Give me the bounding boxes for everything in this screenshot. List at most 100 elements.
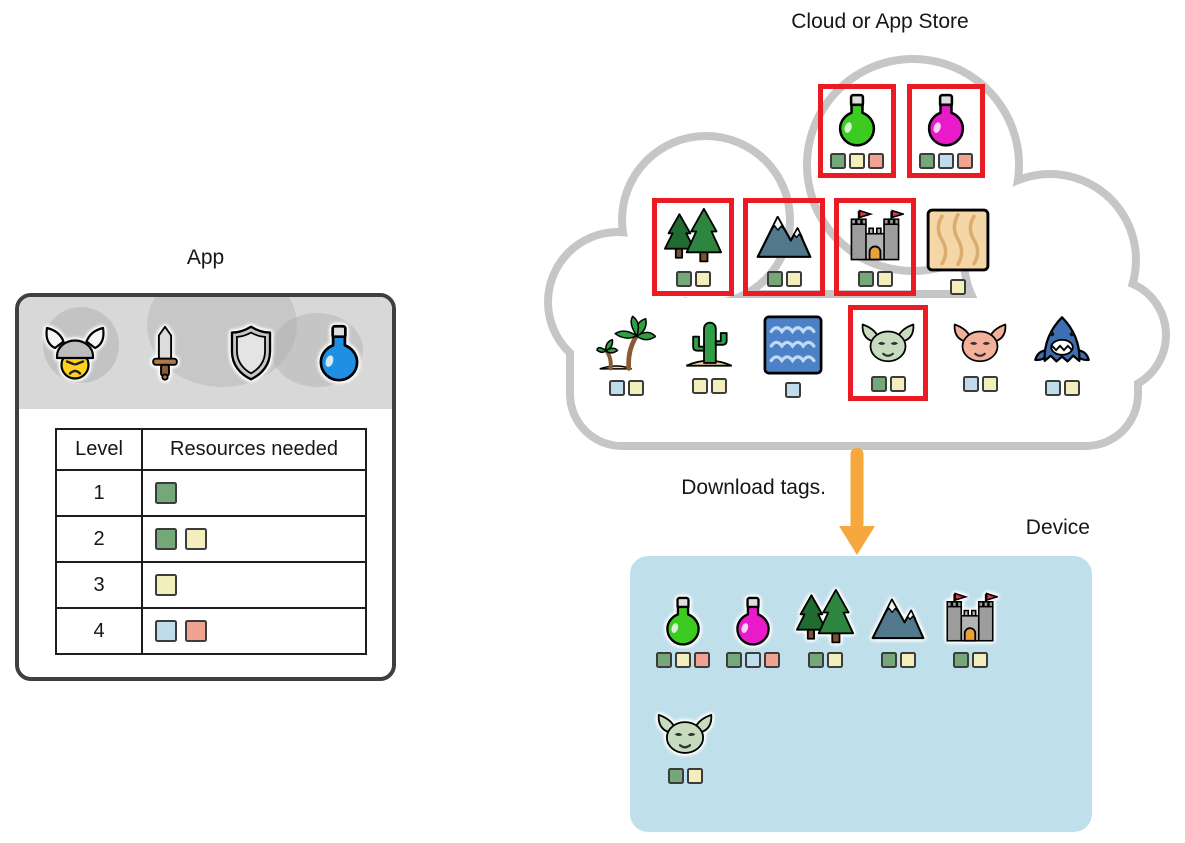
tag-row xyxy=(950,279,966,295)
resource-potion-magenta xyxy=(726,596,780,668)
level-row: 3 xyxy=(55,561,367,609)
goblin-green-icon xyxy=(656,704,714,762)
tag-yellow xyxy=(185,528,207,550)
tag-row xyxy=(962,376,998,392)
resource-forest xyxy=(796,588,854,668)
tag-green xyxy=(830,153,846,169)
tag-red xyxy=(694,652,710,668)
palm-icon xyxy=(596,314,656,374)
mountain-icon xyxy=(755,207,813,265)
level-column-header: Level xyxy=(55,428,143,471)
cloud-resource-row xyxy=(818,84,985,178)
level-row: 2 xyxy=(55,515,367,563)
potion-green-icon xyxy=(830,93,884,147)
cloud-title: Cloud or App Store xyxy=(791,10,969,33)
resources-cell xyxy=(141,469,367,517)
cloud-resource-row xyxy=(596,305,1092,401)
tag-red xyxy=(868,153,884,169)
tag-green xyxy=(667,768,684,784)
resource-water xyxy=(762,314,824,398)
tag-green xyxy=(726,652,742,668)
tag-green xyxy=(675,271,692,287)
selected-resource-potion-magenta xyxy=(907,84,985,178)
tag-yellow xyxy=(981,376,998,392)
tag-green xyxy=(857,271,874,287)
potion-green-icon xyxy=(658,596,708,646)
tag-green xyxy=(919,153,935,169)
goblin-green-icon xyxy=(860,314,916,370)
tag-yellow xyxy=(971,652,988,668)
device-title: Device xyxy=(1025,516,1090,539)
forest-icon xyxy=(664,207,722,265)
castle-icon xyxy=(846,207,904,265)
cloud-resource-row xyxy=(652,198,991,296)
tag-yellow xyxy=(950,279,966,295)
tag-row xyxy=(870,376,906,392)
selected-resource-forest xyxy=(652,198,734,296)
tag-yellow xyxy=(627,380,644,396)
download-tags-label: Download tags. xyxy=(681,476,826,499)
resource-palm xyxy=(596,314,656,396)
tag-row xyxy=(830,153,884,169)
tag-yellow xyxy=(826,652,843,668)
level-row: 1 xyxy=(55,469,367,517)
tag-row xyxy=(667,768,703,784)
resource-cactus xyxy=(680,314,738,394)
tag-yellow xyxy=(1063,380,1080,396)
tag-green xyxy=(766,271,783,287)
tag-row xyxy=(1044,380,1080,396)
shark-icon xyxy=(1032,314,1092,374)
resource-goblin-green xyxy=(656,704,714,784)
resource-potion-green xyxy=(656,596,710,668)
tag-green xyxy=(870,376,887,392)
tag-row xyxy=(857,271,893,287)
tag-row xyxy=(766,271,802,287)
level-number: 3 xyxy=(55,561,143,609)
tag-yellow xyxy=(691,378,708,394)
tag-yellow xyxy=(899,652,916,668)
resources-cell xyxy=(141,561,367,609)
tag-blue xyxy=(1044,380,1061,396)
tag-red xyxy=(185,620,207,642)
tag-blue xyxy=(155,620,177,642)
tag-row xyxy=(785,382,801,398)
tag-green xyxy=(155,528,177,550)
tag-row xyxy=(919,153,973,169)
viking-helmet-icon xyxy=(43,321,107,385)
resource-goblin-pink xyxy=(952,314,1008,392)
forest-icon xyxy=(796,588,854,646)
device-card xyxy=(630,556,1092,832)
tag-blue xyxy=(745,652,761,668)
tag-red xyxy=(764,652,780,668)
potion-magenta-icon xyxy=(728,596,778,646)
download-arrow-icon xyxy=(839,448,875,555)
tag-row xyxy=(952,652,988,668)
level-number: 2 xyxy=(55,515,143,563)
resource-shark xyxy=(1032,314,1092,396)
shield-icon xyxy=(222,324,280,382)
sand-icon xyxy=(925,207,991,273)
resource-castle xyxy=(942,590,998,668)
castle-icon xyxy=(942,590,998,646)
water-icon xyxy=(762,314,824,376)
tag-yellow xyxy=(675,652,691,668)
tag-row xyxy=(691,378,727,394)
tag-green xyxy=(952,652,969,668)
tag-yellow xyxy=(849,153,865,169)
tag-yellow xyxy=(785,271,802,287)
tag-blue xyxy=(962,376,979,392)
resources-cell xyxy=(141,515,367,563)
tag-row xyxy=(807,652,843,668)
tag-yellow xyxy=(889,376,906,392)
tag-blue xyxy=(938,153,954,169)
mountain-icon xyxy=(870,590,926,646)
selected-resource-castle xyxy=(834,198,916,296)
resources-cell xyxy=(141,607,367,655)
level-number: 4 xyxy=(55,607,143,655)
tag-yellow xyxy=(686,768,703,784)
device-resource-row xyxy=(656,704,1092,784)
tag-green xyxy=(880,652,897,668)
tag-green xyxy=(807,652,824,668)
